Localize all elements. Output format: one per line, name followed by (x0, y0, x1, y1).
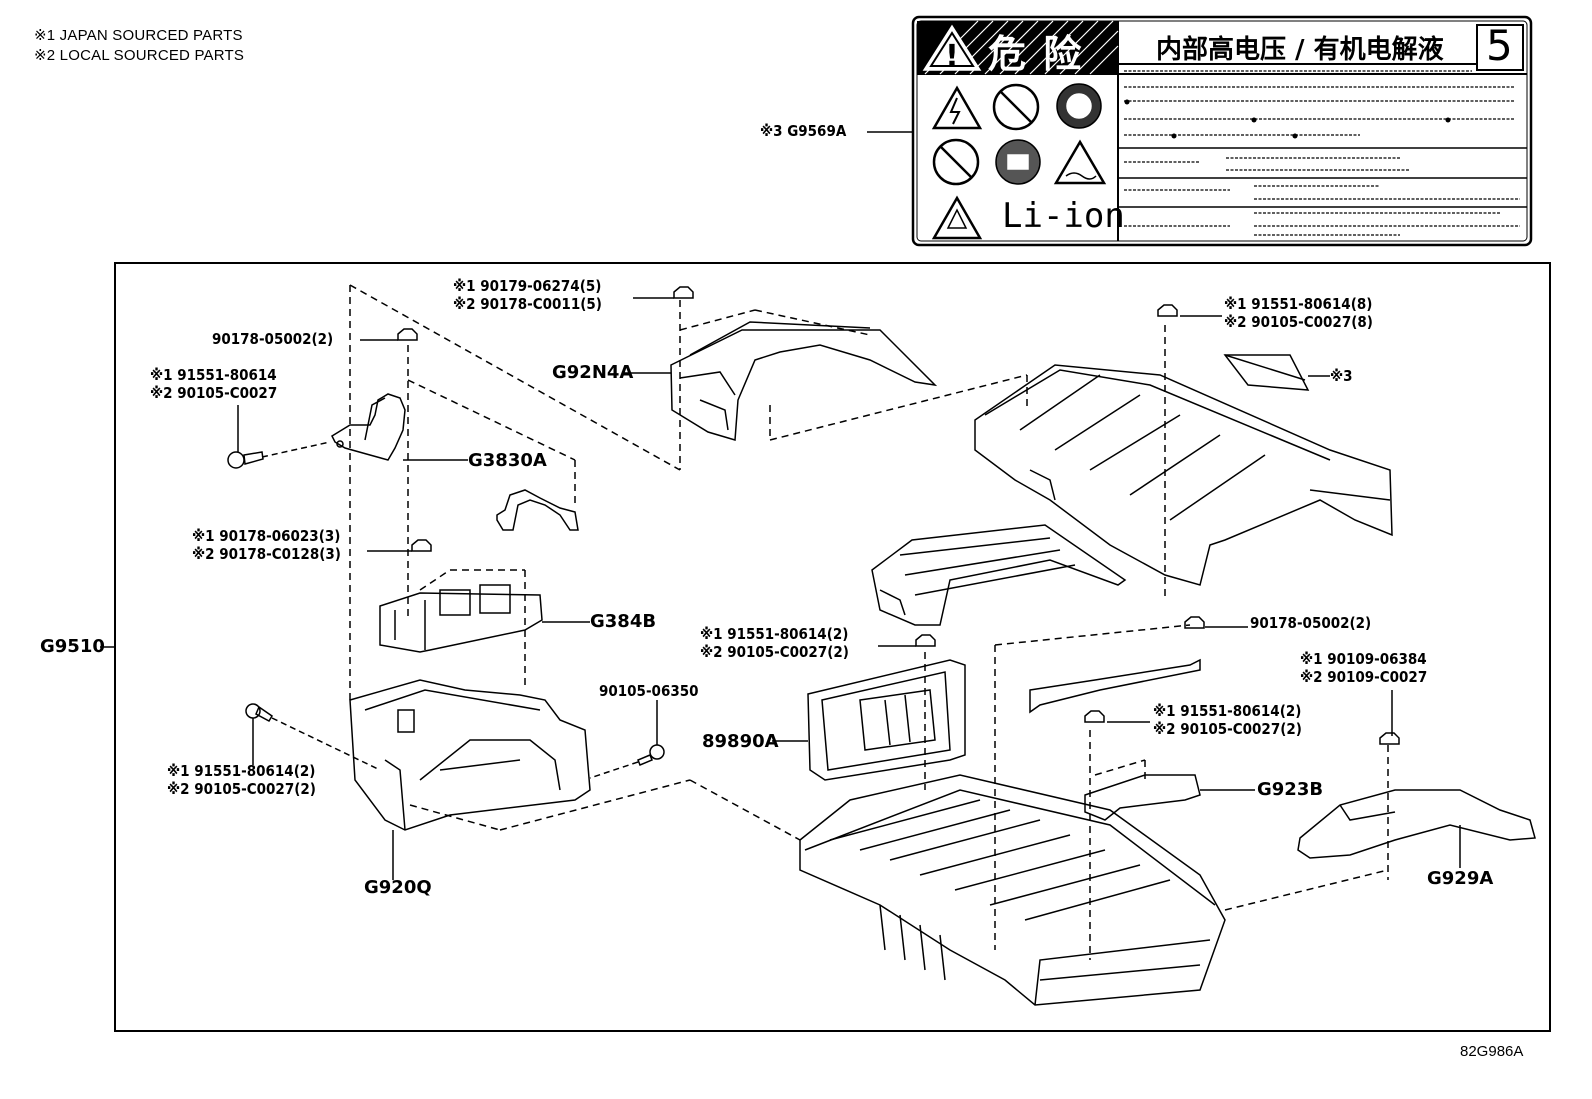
part-label-g3830a[interactable]: G3830A (468, 450, 547, 471)
part-label-g92n4a[interactable]: G92N4A (552, 362, 634, 383)
part-label-p4-japan[interactable]: ※1 90178-06023(3) (192, 527, 341, 545)
assembly-label-g9510[interactable]: G9510 (40, 636, 105, 657)
part-label-p8-local[interactable]: ※2 90105-C0027(2) (700, 643, 849, 661)
battery-tray-drawing (799, 774, 1226, 1006)
part-label-p6-local[interactable]: ※2 90105-C0027(2) (167, 780, 316, 798)
part-label-p10-japan[interactable]: ※1 90109-06384 (1300, 650, 1427, 668)
part-label-ref3[interactable]: ※3 (1330, 367, 1353, 385)
part-label-p1-local[interactable]: ※2 90178-C0011(5) (453, 295, 602, 313)
sticker-number: 5 (1486, 21, 1513, 70)
part-label-p3-local[interactable]: ※2 90105-C0027 (150, 384, 278, 402)
bracket-g923b-drawing (1084, 774, 1201, 821)
legend-japan-sourced: ※1 JAPAN SOURCED PARTS (34, 27, 243, 44)
part-label-p7-local[interactable]: ※2 90105-C0027(8) (1224, 313, 1373, 331)
lower-bracket-drawing (349, 679, 591, 831)
part-label-g920q[interactable]: G920Q (364, 877, 432, 898)
part-label-g384b[interactable]: G384B (590, 611, 657, 632)
harness-bracket-drawing (331, 393, 406, 461)
part-label-p2[interactable]: 90178-05002(2) (212, 330, 334, 348)
bolt-lower-left (245, 703, 274, 722)
part-label-p9[interactable]: 90178-05002(2) (1250, 614, 1372, 632)
figure-code: 82G986A (1460, 1043, 1524, 1060)
upper-cover-drawing (670, 321, 938, 441)
middle-tray-drawing (871, 524, 1127, 626)
part-label-p11-japan[interactable]: ※1 91551-80614(2) (1153, 702, 1302, 720)
part-label-p5[interactable]: 90105-06350 (599, 682, 699, 700)
part-label-g923b[interactable]: G923B (1257, 779, 1324, 800)
part-label-p7-japan[interactable]: ※1 91551-80614(8) (1224, 295, 1373, 313)
part-label-g929a[interactable]: G929A (1427, 868, 1494, 889)
warning-label-sticker (911, 15, 1533, 247)
part-label-p8-japan[interactable]: ※1 91551-80614(2) (700, 625, 849, 643)
battery-ecu-drawing (807, 659, 966, 781)
legend-local-sourced: ※2 LOCAL SOURCED PARTS (34, 47, 245, 64)
part-label-p3-japan[interactable]: ※1 91551-80614 (150, 366, 277, 384)
svg-text:!: ! (945, 39, 959, 74)
part-label-89890a[interactable]: 89890A (702, 731, 779, 752)
sticker-warning-title: 危 险 (988, 32, 1084, 76)
bolt-top-left (227, 451, 264, 469)
wire-harness-drawing (1029, 658, 1201, 714)
sensor-wire-drawing (496, 489, 579, 531)
top-case-cover-drawing (974, 364, 1393, 586)
bracket-g929a-drawing (1297, 789, 1536, 859)
part-label-p4-local[interactable]: ※2 90178-C0128(3) (192, 545, 341, 563)
part-label-p10-local[interactable]: ※2 90109-C0027 (1300, 668, 1428, 686)
part-label-p6-japan[interactable]: ※1 91551-80614(2) (167, 762, 316, 780)
bolt-90105-06350 (637, 744, 665, 766)
sticker-chinese-title: 内部高电压 / 有机电解液 (1156, 35, 1444, 65)
part-label-p1-japan[interactable]: ※1 90179-06274(5) (453, 277, 602, 295)
sticker-li-ion-text: Li-ion (1002, 196, 1125, 236)
junction-block-drawing (379, 584, 543, 653)
sticker-callout-label[interactable]: ※3 G9569A (760, 122, 847, 140)
part-label-p11-local[interactable]: ※2 90105-C0027(2) (1153, 720, 1302, 738)
